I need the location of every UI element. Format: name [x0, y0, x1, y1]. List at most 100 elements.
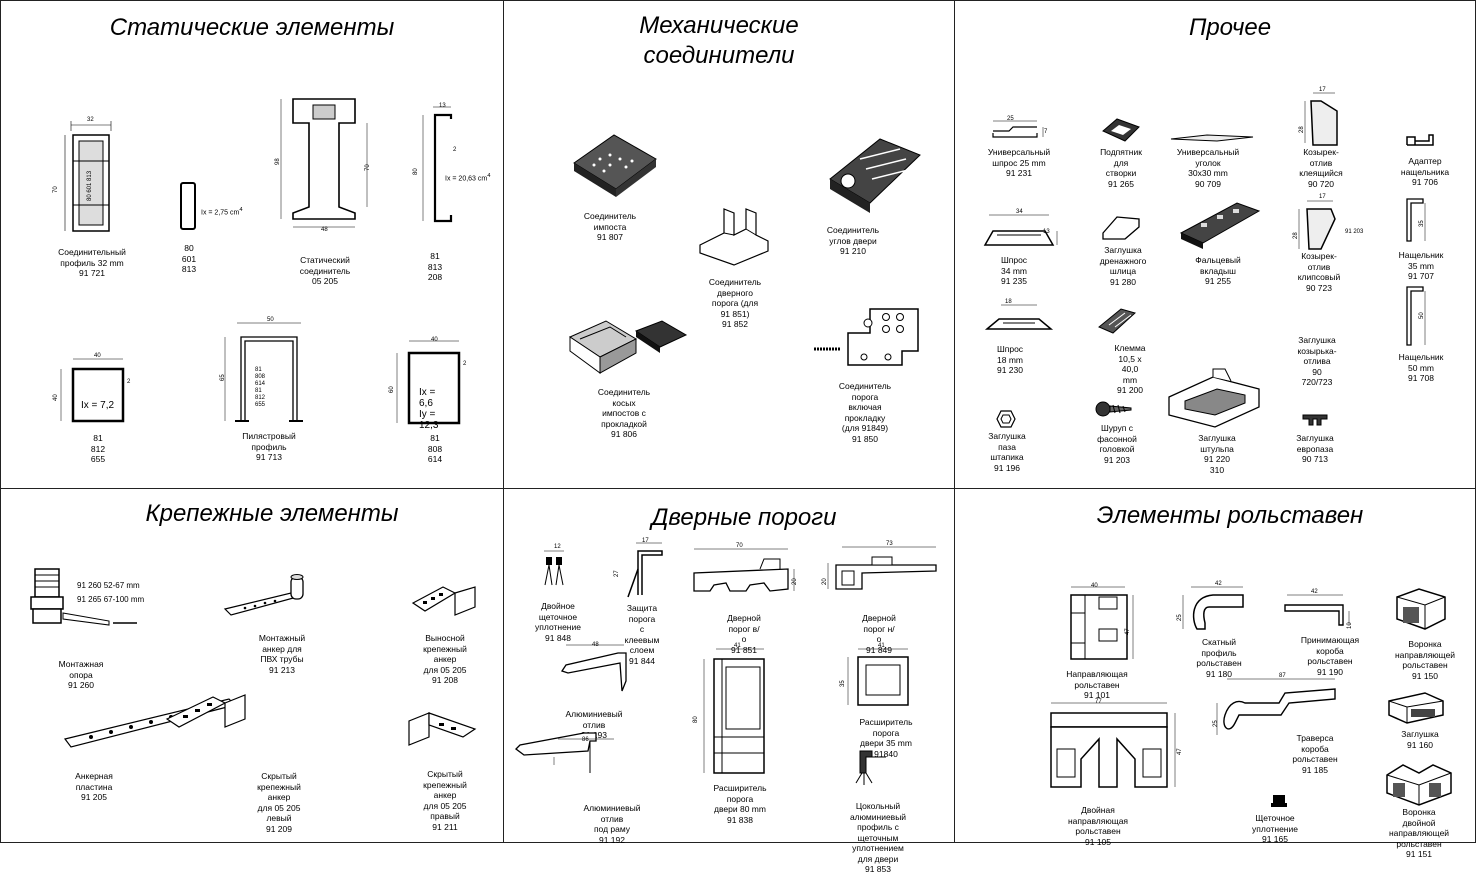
dim-height: 25: [1213, 720, 1219, 727]
dim-height: 40: [53, 394, 59, 401]
dim-height: 50: [1419, 312, 1425, 319]
dim-height: 20: [792, 578, 798, 585]
item-label: Заглушка паза штапика 91 196: [988, 431, 1026, 473]
item-label: Козырек-отлив клипсовый 90 723: [1297, 251, 1341, 293]
profile-80601813-drawing: [180, 182, 196, 230]
dim-width: 73: [886, 541, 893, 547]
panel-title: Прочее: [1188, 14, 1272, 41]
item-label: Направляющая рольставен 91 101: [1066, 669, 1128, 700]
item-label: Шпрос 34 mm 91 235: [1000, 255, 1028, 286]
item-label: Заглушка козырька-отлива 90 720/723: [1297, 335, 1337, 387]
dim-height: 10: [1347, 622, 1353, 629]
dim-height: 47: [1125, 628, 1131, 635]
panel-title: Статические элементы: [109, 14, 395, 41]
item-label: Нащельник 35 mm 91 707: [1398, 250, 1444, 281]
item-label: Соединитель косых импостов с прокладкой …: [597, 387, 651, 439]
guide-funnel-drawing: [1396, 588, 1446, 630]
double-brush-seal-drawing: [544, 550, 564, 586]
item-label: Алюминиевый отлив под раму 91 192: [583, 803, 641, 845]
ix-text: Ix = 2,75 cm: [201, 209, 240, 217]
item-label: Универсальный уголок 30x30 mm 90 709: [1176, 147, 1240, 189]
dim-width: 17: [1319, 194, 1326, 200]
mounting-support-drawing: [30, 568, 137, 626]
item-label: Подпятник для створки 91 265: [1100, 147, 1142, 189]
dim-height: 13: [1043, 229, 1050, 235]
receiving-box-profile-drawing: [1284, 594, 1350, 626]
dim-width: 50: [267, 317, 274, 323]
dim-height: 80: [693, 716, 699, 723]
dim-height: 28: [1299, 126, 1305, 133]
dim-height: 7: [1044, 129, 1048, 135]
bead-groove-cap-drawing: [996, 410, 1016, 428]
threshold-guard-drawing: [627, 542, 663, 598]
dim-width: 48: [321, 227, 328, 233]
item-label: Заглушка европаза 90 713: [1296, 433, 1334, 464]
connector-05205-drawing: [280, 98, 368, 228]
muntin-25-drawing: [992, 120, 1044, 138]
item-label: Защита порога с клеевым слоем 91 844: [624, 603, 660, 666]
dim-width: 32: [87, 117, 94, 123]
dim-thickness: 2: [463, 361, 467, 367]
pvc-pipe-anchor-drawing: [223, 574, 304, 616]
impost-connector-drawing: [573, 134, 657, 197]
cover-strip-adapter-drawing: [1406, 134, 1434, 146]
panel-title: Крепежные элементы: [145, 500, 399, 527]
dim-width: 87: [1279, 673, 1286, 679]
dim-width: 17: [1319, 87, 1326, 93]
double-guide-funnel-drawing: [1386, 764, 1452, 806]
range-note-1: 91 260 52-67 mm: [77, 581, 140, 590]
dim-width: 41: [734, 643, 741, 649]
pilaster-91713-drawing: [224, 322, 303, 422]
inner-code: 81 808 614 81 812 655: [255, 367, 266, 408]
dim-width: 40: [1091, 583, 1098, 589]
sash-support-drawing: [1102, 118, 1140, 142]
dim-height: 27: [614, 570, 620, 577]
item-label: Дверной порог н/о 91 849: [862, 613, 896, 655]
item-label: 81 812 655: [90, 433, 106, 464]
dim-width: 17: [642, 538, 649, 544]
panel-door-thresholds: Дверные пороги 12 Двойное щеточное уплот…: [503, 488, 955, 874]
item-label: Монтажная опора 91 260: [58, 659, 104, 690]
item-label: Монтажный анкер для ПВХ трубы 91 213: [258, 633, 306, 675]
item-label: Скатный профиль рольставен 91 180: [1196, 637, 1242, 679]
drip-cap-clip-drawing: [1298, 200, 1336, 250]
dim-width: 25: [1007, 116, 1014, 122]
item-label: Воронка двойной направляющей рольставен …: [1388, 807, 1450, 859]
dim-height: 65: [220, 374, 226, 381]
item-label: Нащельник 50 mm 91 708: [1398, 352, 1444, 383]
plinth-profile-drawing: [855, 750, 886, 785]
dim-height: 25: [1177, 614, 1183, 621]
item-label: 81 813 208: [427, 251, 443, 282]
item-label: Соединитель порога включая прокладку (дл…: [838, 381, 892, 444]
dim-width: 42: [1215, 581, 1222, 587]
dim-width: 18: [1005, 299, 1012, 305]
profile-81813208-drawing: [422, 106, 453, 223]
dim-height: 47: [1177, 748, 1183, 755]
muntin-34-drawing: [983, 214, 1058, 246]
panel-static-elements: Статические элементы 32 70 80 601 813 Со…: [0, 0, 504, 489]
threshold-connector-drawing: [699, 208, 769, 266]
profile-91721-drawing: [64, 121, 112, 232]
mullion-cap-drawing: [1168, 368, 1260, 428]
item-label: Цокольный алюминиевый профиль с щеточным…: [849, 801, 907, 874]
range-note-2: 91 265 67-100 mm: [77, 595, 145, 604]
item-label: Козырек-отлив клеящийся 90 720: [1299, 147, 1343, 189]
item-label: Шпрос 18 mm 91 230: [996, 344, 1024, 375]
external-anchor-drawing: [411, 586, 476, 616]
item-label: Соединитель дверного порога (для 91 851)…: [708, 277, 762, 329]
dim-thickness: 2: [127, 379, 131, 385]
muntin-18-drawing: [984, 304, 1054, 330]
item-label: Выносной крепежный анкер для 05 205 91 2…: [423, 633, 467, 685]
item-label: Пилястровый профиль 91 713: [242, 431, 296, 462]
item-label: Статический соединитель 05 205: [299, 255, 351, 286]
cover-strip-50-drawing: [1406, 286, 1426, 346]
item-label: Универсальный шпрос 25 mm 91 231: [987, 147, 1051, 178]
aluminium-drip-drawing: [560, 644, 627, 692]
drain-slot-cap-drawing: [1102, 216, 1140, 240]
item-label: Принимающая короба рольставен 91 190: [1300, 635, 1360, 677]
item-label: 80 601 813: [181, 243, 197, 274]
dim-height: 20: [822, 578, 828, 585]
moment-of-inertia: Ix = 6,6 Iy = 12,3: [419, 387, 439, 431]
item-label: Соединительный профиль 32 mm 91 721: [58, 247, 126, 278]
item-label: Расширитель порога двери 80 mm 91 838: [713, 783, 767, 825]
